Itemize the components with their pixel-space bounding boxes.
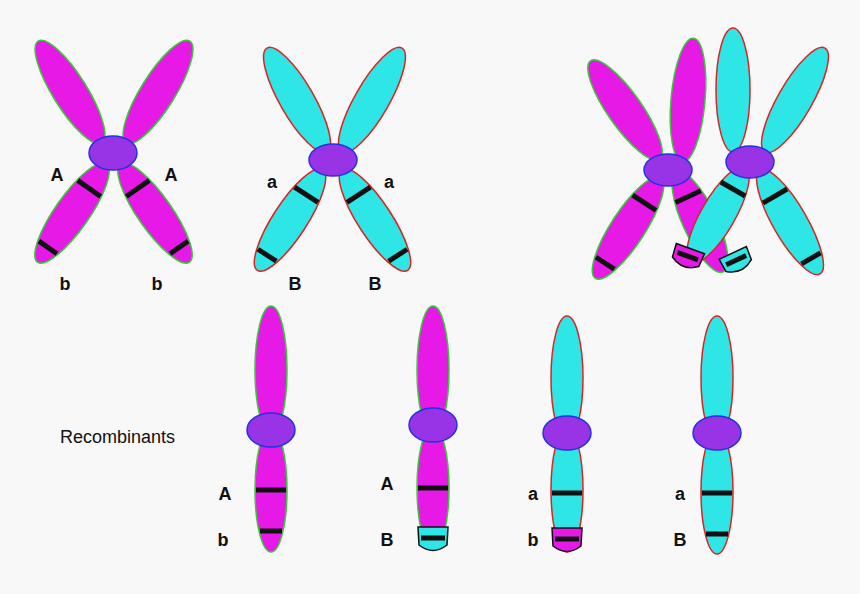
allele-label: A: [219, 485, 232, 503]
allele-label: A: [51, 166, 64, 184]
allele-label: B: [369, 275, 382, 293]
allele-label: a: [267, 173, 277, 191]
allele-label: A: [381, 475, 394, 493]
allele-label: B: [381, 531, 394, 549]
allele-label: a: [528, 485, 538, 503]
allele-label: b: [528, 531, 539, 549]
allele-label: b: [218, 531, 229, 549]
allele-label: B: [289, 275, 302, 293]
figure-caption-label: Recombinants: [60, 428, 175, 446]
allele-label: b: [60, 275, 71, 293]
allele-label: b: [152, 275, 163, 293]
allele-label: a: [675, 485, 685, 503]
allele-label: A: [165, 166, 178, 184]
allele-label: B: [674, 531, 687, 549]
allele-label: a: [384, 173, 394, 191]
